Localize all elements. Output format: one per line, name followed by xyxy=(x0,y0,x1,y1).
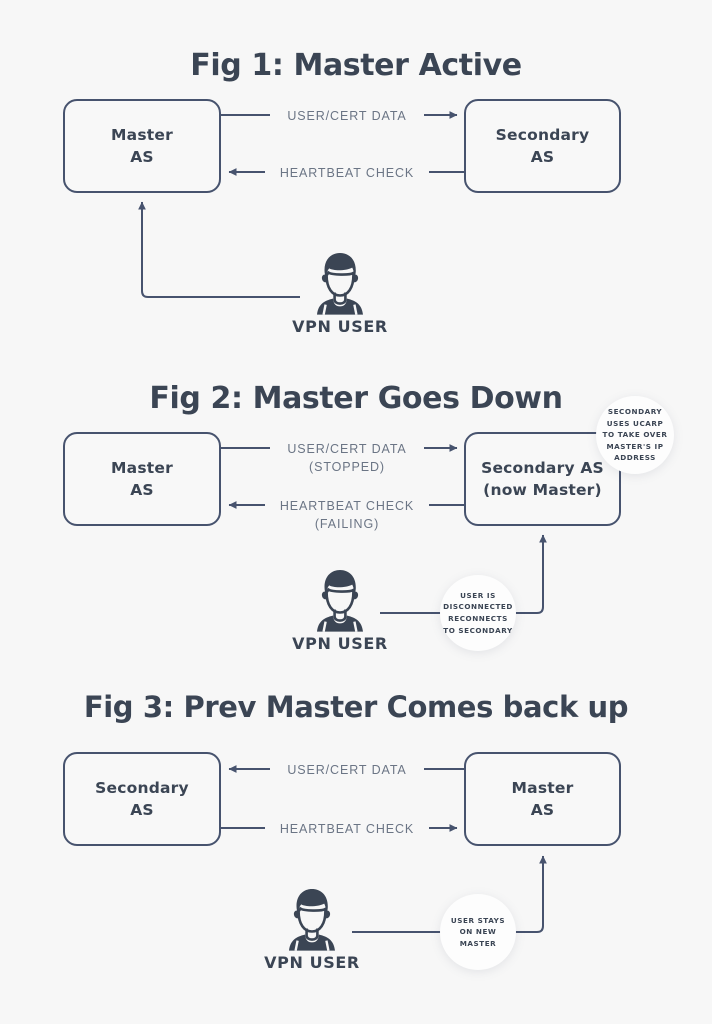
fig2-bottom-edge-label: HEARTBEAT CHECK (FAILING) xyxy=(265,497,429,534)
fig2-master-node: Master AS xyxy=(63,432,221,526)
fig1-title: Fig 1: Master Active xyxy=(190,48,522,83)
fig1-master-node: Master AS xyxy=(63,99,221,193)
fig2-user-reconnect-badge: USER IS DISCONNECTED RECONNECTS TO SECON… xyxy=(440,575,516,651)
fig3-user-stays-badge: USER STAYS ON NEW MASTER xyxy=(440,894,516,970)
fig3-secondary-node-label: Secondary AS xyxy=(95,779,189,819)
fig3-vpn-user: VPN USER xyxy=(264,885,360,972)
fig2-secondary-node-label: Secondary AS (now Master) xyxy=(481,459,604,499)
fig3-title: Fig 3: Prev Master Comes back up xyxy=(83,690,629,724)
fig2-top-edge-label: USER/CERT DATA (STOPPED) xyxy=(270,440,424,477)
fig3-top-edge-label: USER/CERT DATA xyxy=(270,761,424,780)
fig3-secondary-node: Secondary AS xyxy=(63,752,221,846)
fig1-vpn-user: VPN USER xyxy=(292,249,388,336)
user-avatar-icon xyxy=(289,889,335,951)
fig2-ucarp-badge: SECONDARY USES UCARP TO TAKE OVER MASTER… xyxy=(596,396,674,474)
fig2-vpn-user: VPN USER xyxy=(292,566,388,653)
user-avatar-icon xyxy=(317,570,363,632)
fig3-vpn-user-label: VPN USER xyxy=(264,953,360,972)
fig2-vpn-user-label: VPN USER xyxy=(292,634,388,653)
fig3-bottom-edge-label: HEARTBEAT CHECK xyxy=(265,820,429,839)
fig1-top-edge-label: USER/CERT DATA xyxy=(270,107,424,126)
fig1-secondary-node-label: Secondary AS xyxy=(495,126,590,166)
fig2-secondary-node: Secondary AS (now Master) xyxy=(464,432,621,526)
fig1-vpn-user-label: VPN USER xyxy=(292,317,388,336)
fig1-bottom-edge-label: HEARTBEAT CHECK xyxy=(265,164,429,183)
fig1-user-connector xyxy=(138,201,300,298)
fig2-title: Fig 2: Master Goes Down xyxy=(149,381,563,416)
fig2-user-connector xyxy=(380,534,547,614)
fig3-user-connector xyxy=(352,855,547,933)
fig3-master-node-label: Master AS xyxy=(511,779,574,819)
fig3-master-node: Master AS xyxy=(464,752,621,846)
fig2-master-node-label: Master AS xyxy=(111,459,173,499)
fig1-master-node-label: Master AS xyxy=(111,126,173,166)
user-avatar-icon xyxy=(317,253,363,315)
fig1-secondary-node: Secondary AS xyxy=(464,99,621,193)
